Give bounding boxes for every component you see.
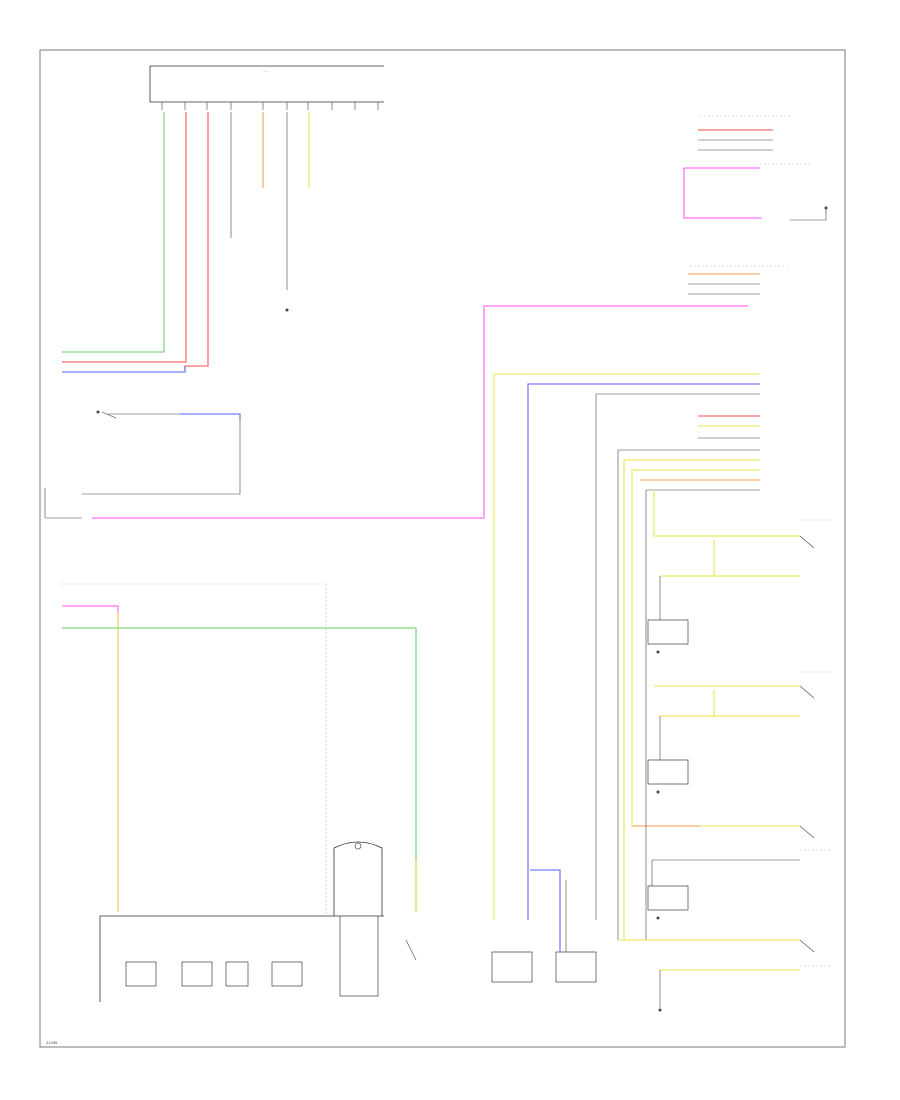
door-switch-group-4 bbox=[618, 939, 830, 1012]
top-module-connector: - - - - bbox=[149, 65, 384, 110]
door-switch-group-1 bbox=[647, 490, 830, 654]
top-connector-wires bbox=[62, 112, 310, 373]
door-switch-group-3 bbox=[647, 825, 830, 920]
diagram-footer-code: 21096 bbox=[46, 1041, 58, 1045]
door-switch-group-2 bbox=[647, 671, 830, 794]
left-module-box bbox=[82, 410, 241, 495]
lower-left-fuse-area bbox=[62, 583, 417, 916]
fuel-pump-modules bbox=[405, 869, 597, 983]
right-bus-wires bbox=[493, 373, 760, 940]
fuse-block bbox=[99, 841, 384, 1002]
mid-right-sensor-group bbox=[688, 265, 790, 295]
diagram-frame bbox=[39, 49, 846, 1048]
magenta-long-wire bbox=[92, 305, 748, 519]
svg-text:- - - -: - - - - bbox=[262, 69, 269, 73]
top-right-sensor-group bbox=[683, 115, 828, 221]
